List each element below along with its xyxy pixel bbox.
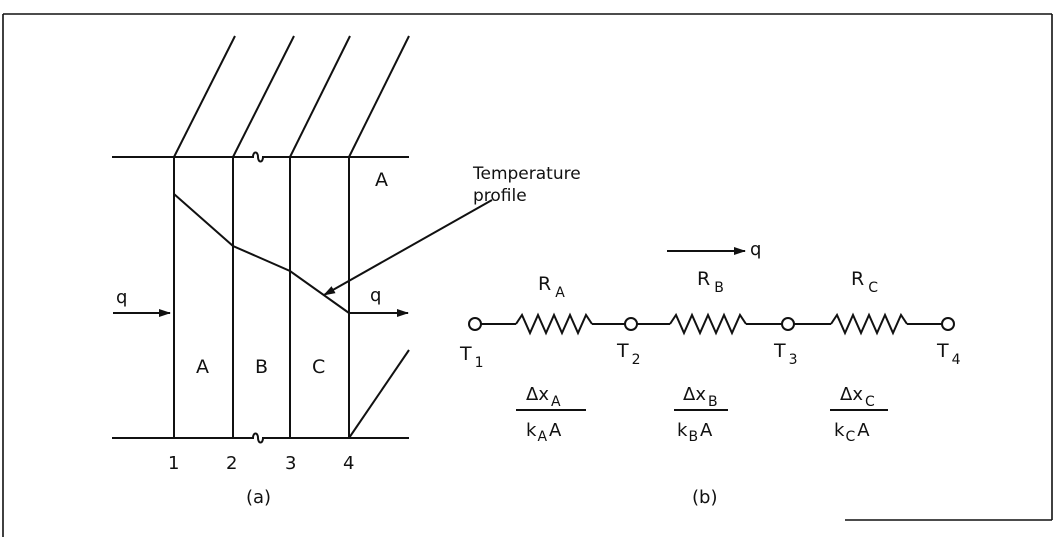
resistor-c	[830, 312, 908, 336]
figure-frame	[2, 13, 1053, 537]
node-t3	[781, 317, 795, 331]
annotation-arrow	[323, 199, 493, 296]
area-label: A	[375, 169, 388, 191]
annotation-line-2: profile	[473, 186, 527, 206]
perspective-line	[173, 35, 236, 158]
temperature-profile-line	[173, 193, 350, 314]
boundary-number-3: 3	[285, 453, 296, 474]
boundary-number-4: 4	[343, 453, 354, 474]
svg-text:kAA: kAA	[526, 420, 562, 445]
svg-text:kBA: kBA	[677, 420, 713, 445]
node-t1	[468, 317, 482, 331]
node-t4	[941, 317, 955, 331]
svg-text:ΔxA: ΔxA	[526, 384, 561, 410]
layer-label-b: B	[255, 356, 268, 378]
annotation-line-1: Temperature	[472, 164, 581, 184]
layer-label-c: C	[312, 356, 325, 378]
flow-label: q	[750, 239, 761, 260]
svg-text:ΔxC: ΔxC	[840, 384, 875, 410]
caption-a: (a)	[246, 487, 271, 508]
boundary-number-1: 1	[168, 453, 179, 474]
composite-wall: A q q Temperature profile A B C 1 2 3 4 …	[112, 35, 581, 508]
perspective-line	[289, 35, 351, 158]
heat-in-label: q	[116, 287, 127, 308]
top-boundary	[112, 151, 409, 163]
bottom-boundary	[112, 432, 409, 444]
layer-label-a: A	[196, 356, 209, 378]
perspective-line	[348, 35, 410, 158]
perspective-line	[232, 35, 295, 158]
node-t2	[624, 317, 638, 331]
resistor-b	[669, 312, 747, 336]
heat-out-label: q	[370, 285, 381, 306]
perspective-line	[348, 349, 410, 439]
boundary-number-2: 2	[226, 453, 237, 474]
svg-text:kCA: kCA	[834, 420, 870, 445]
resistor-a	[515, 312, 593, 336]
svg-text:ΔxB: ΔxB	[683, 384, 718, 410]
caption-b: (b)	[692, 487, 717, 508]
